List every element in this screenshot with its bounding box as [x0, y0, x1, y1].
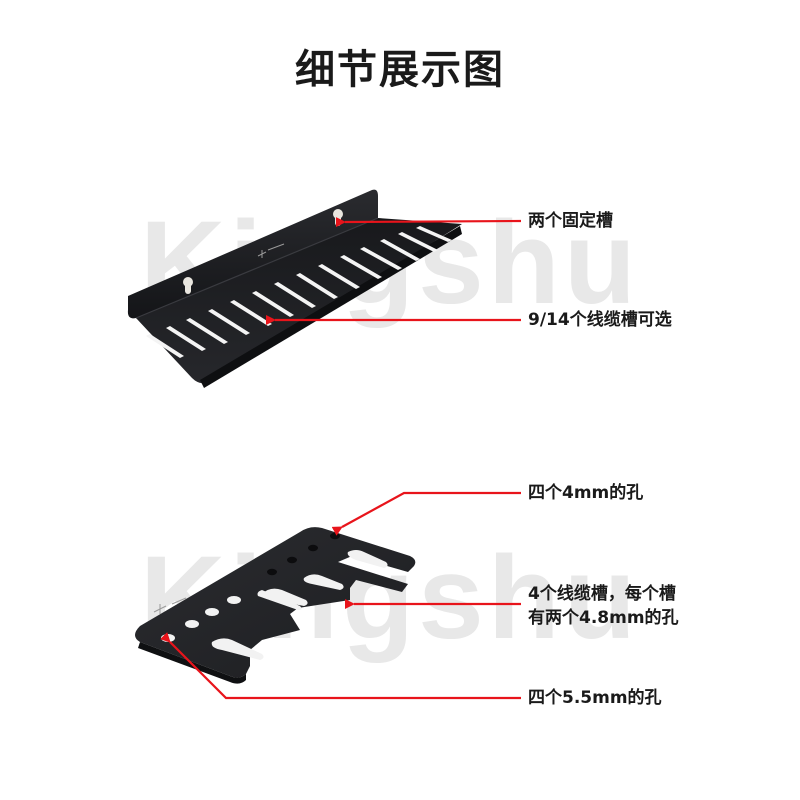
- label-plate-cable-slots: 4个线缆槽，每个槽 有两个4.8mm的孔: [528, 582, 679, 630]
- keyhole-slot-left: [183, 277, 193, 294]
- engraved-logo: [257, 243, 285, 258]
- callout-arrows: [160, 217, 522, 700]
- cable-plate-image: [135, 527, 416, 684]
- label-plate-cable-slots-line2: 有两个4.8mm的孔: [528, 608, 679, 628]
- long-slot: [257, 590, 302, 610]
- arrow-5-5mm-holes: [160, 632, 521, 700]
- cable-bracket-image: [127, 189, 462, 388]
- label-4mm-holes: 四个4mm的孔: [528, 483, 644, 503]
- cable-slots: [146, 226, 452, 358]
- arrow-fixing-slots: [335, 217, 522, 228]
- label-cable-slots-options: 9/14个线缆槽可选: [528, 310, 672, 330]
- label-fixing-slots: 两个固定槽: [528, 211, 613, 231]
- cable-slots-4-8mm: [211, 550, 388, 660]
- label-5-5mm-holes: 四个5.5mm的孔: [528, 688, 662, 708]
- label-plate-cable-slots-line1: 4个线缆槽，每个槽: [528, 584, 676, 604]
- arrow-4mm-holes: [331, 491, 521, 536]
- engraved-logo-plate: [153, 597, 187, 614]
- page-title: 细节展示图: [295, 47, 505, 93]
